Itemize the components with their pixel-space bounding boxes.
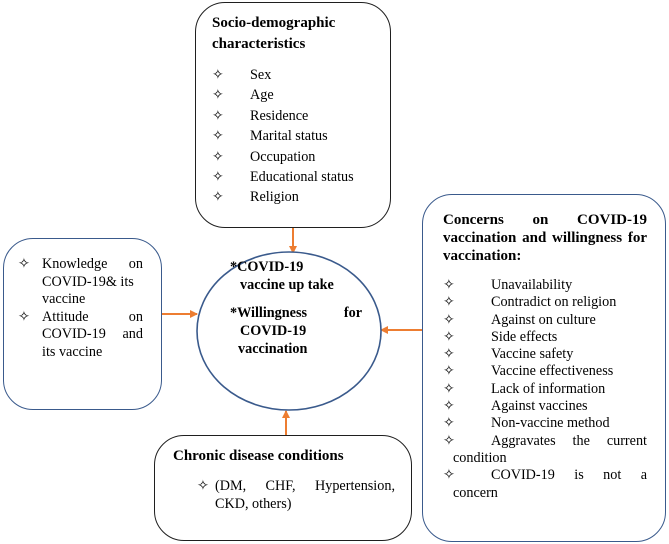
star-bullet-icon: ✧ [443,415,455,432]
center-willingness-line1: *Willingness for [230,305,362,321]
star-bullet-icon: ✧ [443,432,455,449]
socio-item-occupation: ✧Occupation [212,147,390,167]
star-bullet-icon: ✧ [443,380,455,397]
center-uptake-line2: vaccine up take [240,277,334,293]
center-uptake-line1: *COVID-19 [230,259,304,275]
concerns-title-line3: vaccination: [443,248,522,264]
star-bullet-icon: ✧ [18,308,30,325]
center-willingness-line2: COVID-19 [240,323,307,339]
socio-demographic-title: Socio-demographic characteristics [212,15,336,52]
concern-item-against-culture: ✧Against on culture [443,311,596,328]
star-bullet-icon: ✧ [212,189,224,206]
concerns-box: Concerns on COVID-19 vaccination and wil… [422,194,666,542]
concerns-title-line1: Concerns on COVID-19 [443,212,647,228]
knowledge-attitude-box: ✧ Knowledge on COVID-19& its vaccine ✧ A… [3,238,162,410]
star-bullet-icon: ✧ [18,256,30,272]
concern-item-unavailability: ✧Unavailability [443,277,573,293]
star-bullet-icon: ✧ [443,467,455,484]
socio-item-religion: ✧Religion [212,187,390,207]
socio-item-educational-status: ✧Educational status [212,167,390,187]
center-willingness-line3: vaccination [238,341,308,357]
star-bullet-icon: ✧ [197,478,209,494]
attitude-item: ✧ Attitude on COVID-19 and its vaccine [18,308,143,360]
chronic-disease-box: Chronic disease conditions ✧ (DM, CHF, H… [154,435,412,541]
star-bullet-icon: ✧ [443,311,455,328]
star-bullet-icon: ✧ [212,87,224,104]
center-outcome: *COVID-19 vaccine up take *Willingness f… [230,258,362,358]
concern-item-contradict-religion: ✧Contradict on religion [443,294,617,311]
star-bullet-icon: ✧ [212,107,224,124]
star-bullet-icon: ✧ [212,169,224,186]
star-bullet-icon: ✧ [443,328,455,345]
knowledge-item: ✧ Knowledge on COVID-19& its vaccine [18,256,143,307]
socio-item-sex: ✧Sex [212,65,390,85]
star-bullet-icon: ✧ [212,148,224,165]
concern-item-vaccine-safety: ✧Vaccine safety [443,346,574,363]
concern-item-aggravates: ✧ Aggravates the current condition [443,432,647,466]
concern-item-lack-of-information: ✧Lack of information [443,380,606,397]
star-bullet-icon: ✧ [443,294,455,311]
concern-item-side-effects: ✧Side effects [443,328,558,345]
concern-item-not-a-concern: ✧ COVID-19 is not a concern [443,467,647,501]
concerns-title-line2: vaccination and willingness for [443,230,647,246]
socio-item-residence: ✧Residence [212,106,390,126]
star-bullet-icon: ✧ [212,67,224,83]
star-bullet-icon: ✧ [443,363,455,380]
center-ellipse [196,251,382,411]
socio-item-age: ✧Age [212,85,390,105]
concern-item-vaccine-effectiveness: ✧Vaccine effectiveness [443,363,614,380]
chronic-disease-title: Chronic disease conditions [173,448,344,464]
star-bullet-icon: ✧ [212,128,224,145]
star-bullet-icon: ✧ [443,398,455,415]
chronic-disease-item: ✧ (DM, CHF, Hypertension, CKD, others) [197,478,395,512]
star-bullet-icon: ✧ [443,346,455,363]
socio-item-marital-status: ✧Marital status [212,126,390,146]
concern-item-non-vaccine-method: ✧Non-vaccine method [443,415,610,432]
socio-demographic-box: Socio-demographic characteristics ✧Sex ✧… [195,2,391,228]
star-bullet-icon: ✧ [443,277,455,293]
concern-item-against-vaccines: ✧Against vaccines [443,398,588,415]
